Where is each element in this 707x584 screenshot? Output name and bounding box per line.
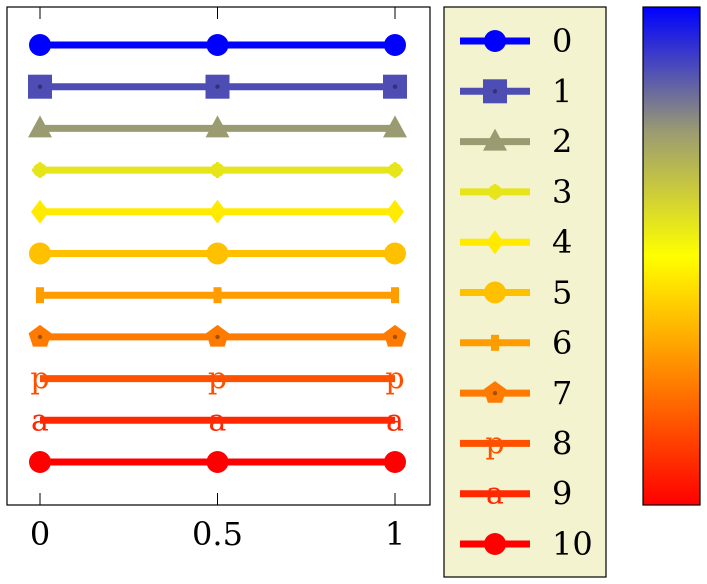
series-0 xyxy=(29,34,406,56)
x-tick-label: 0.5 xyxy=(192,515,243,553)
series-marker-bar xyxy=(213,287,222,304)
series-marker-square xyxy=(483,79,507,104)
legend-label: 9 xyxy=(552,475,572,513)
legend-entry-3: 3 xyxy=(460,173,572,211)
legend-entry-0: 0 xyxy=(460,22,572,60)
series-marker-circle xyxy=(206,34,229,56)
legend-entry-2: 2 xyxy=(460,123,572,161)
series-marker-dot xyxy=(392,334,398,340)
series-marker-circle xyxy=(29,242,51,265)
series-marker-text: p xyxy=(30,362,49,397)
legend-label: 2 xyxy=(552,123,572,161)
series-marker-pentagon xyxy=(206,324,229,347)
legend-label: 3 xyxy=(552,173,572,211)
series-marker-bar xyxy=(391,287,399,304)
series-marker-dot xyxy=(492,89,498,94)
series-1 xyxy=(28,74,407,99)
series-marker-dot xyxy=(37,84,43,89)
colorbar-bar xyxy=(642,6,701,506)
legend-label: 0 xyxy=(552,22,572,60)
legend-label: 6 xyxy=(552,324,572,362)
series-marker-text: p xyxy=(385,362,404,397)
series-marker-bar xyxy=(491,334,499,351)
series-marker-pentagon xyxy=(483,381,507,403)
legend-entry-7: 7 xyxy=(460,374,572,412)
series-marker-circle xyxy=(29,34,51,56)
plot-frame xyxy=(6,6,431,506)
series-3 xyxy=(32,162,403,179)
series-6 xyxy=(36,287,399,304)
series-10 xyxy=(29,451,406,473)
series-marker-pentagon xyxy=(383,324,407,347)
series-marker-triangle xyxy=(383,115,407,138)
legend-label: 1 xyxy=(552,72,572,110)
legend-label: 7 xyxy=(552,374,572,412)
series-marker-circle xyxy=(29,451,51,473)
series-marker-dot xyxy=(215,84,220,89)
series-marker-square xyxy=(28,74,52,99)
series-marker-triangle xyxy=(28,115,52,138)
legend-entry-4: 4 xyxy=(460,223,572,261)
colorbar xyxy=(642,6,701,506)
series-marker-circle xyxy=(484,30,506,52)
x-tick-label: 0 xyxy=(30,515,50,553)
series-marker-triangle xyxy=(205,115,230,138)
series-marker-triangle xyxy=(483,128,507,151)
series-marker-text: a xyxy=(31,403,49,438)
series-marker-text: p xyxy=(485,426,504,461)
series-marker-diamond xyxy=(486,230,504,255)
series-marker-square xyxy=(205,74,230,99)
series-5 xyxy=(29,242,406,265)
series-2 xyxy=(28,115,407,138)
x-tick-label: 1 xyxy=(385,515,405,553)
series-4 xyxy=(31,199,404,224)
series-marker-circle xyxy=(206,242,229,265)
legend-label: 8 xyxy=(552,424,572,462)
series-marker-text: a xyxy=(209,403,227,438)
series-marker-text: a xyxy=(386,403,404,438)
legend-label: 4 xyxy=(552,223,572,261)
legend-entry-6: 6 xyxy=(460,324,572,362)
series-marker-pentagon xyxy=(28,324,52,347)
series-marker-dot xyxy=(392,84,398,89)
series-marker-circle xyxy=(384,34,406,56)
series-marker-text: p xyxy=(208,362,227,397)
legend-label: 5 xyxy=(552,274,572,312)
series-7 xyxy=(28,324,407,347)
series-marker-diamond xyxy=(31,199,49,224)
legend-label: 10 xyxy=(552,525,593,563)
series-marker-diamond xyxy=(208,199,227,224)
legend-entry-5: 5 xyxy=(460,274,572,312)
series-marker-circle xyxy=(206,451,229,473)
series-marker-square xyxy=(383,74,407,99)
series-marker-text: a xyxy=(486,477,504,512)
series-marker-circle xyxy=(384,242,406,265)
series-marker-diamond xyxy=(386,199,404,224)
series-marker-dot xyxy=(37,334,43,340)
series-marker-circle xyxy=(384,451,406,473)
series-marker-bar xyxy=(36,287,44,304)
legend-entry-1: 1 xyxy=(460,72,572,110)
legend-entry-10: 10 xyxy=(460,525,593,563)
series-marker-dot xyxy=(215,334,220,340)
series-marker-circle xyxy=(484,533,506,555)
series-marker-circle xyxy=(484,281,506,304)
series-marker-dot xyxy=(492,390,498,396)
